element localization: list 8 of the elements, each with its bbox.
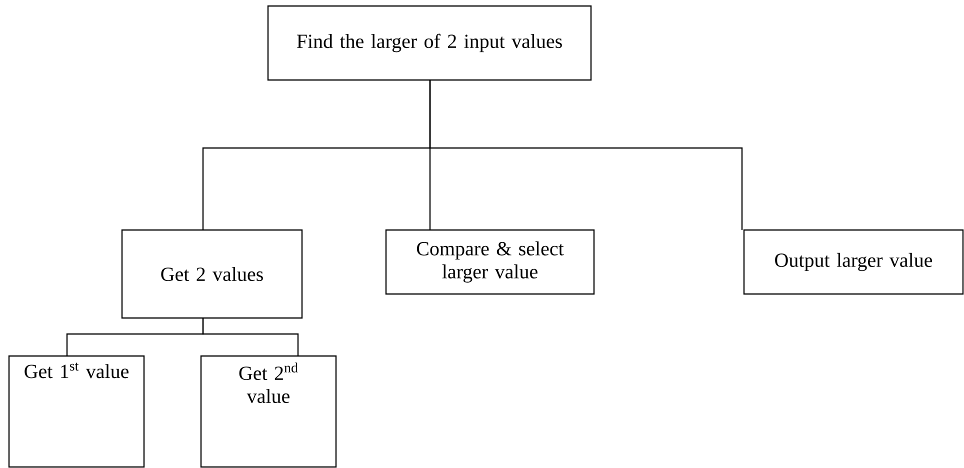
process-box: Get 2 values bbox=[121, 229, 303, 319]
process-box: Get 1$^{st}$ value bbox=[8, 355, 145, 468]
process-box: Compare & select larger value bbox=[385, 229, 595, 295]
connector bbox=[429, 80, 743, 230]
process-box: Output larger value bbox=[743, 229, 964, 295]
connector bbox=[202, 318, 299, 356]
process-box: Find the larger of 2 input values bbox=[267, 5, 592, 81]
process-box: Get 2$^{nd}$ value bbox=[200, 355, 337, 468]
